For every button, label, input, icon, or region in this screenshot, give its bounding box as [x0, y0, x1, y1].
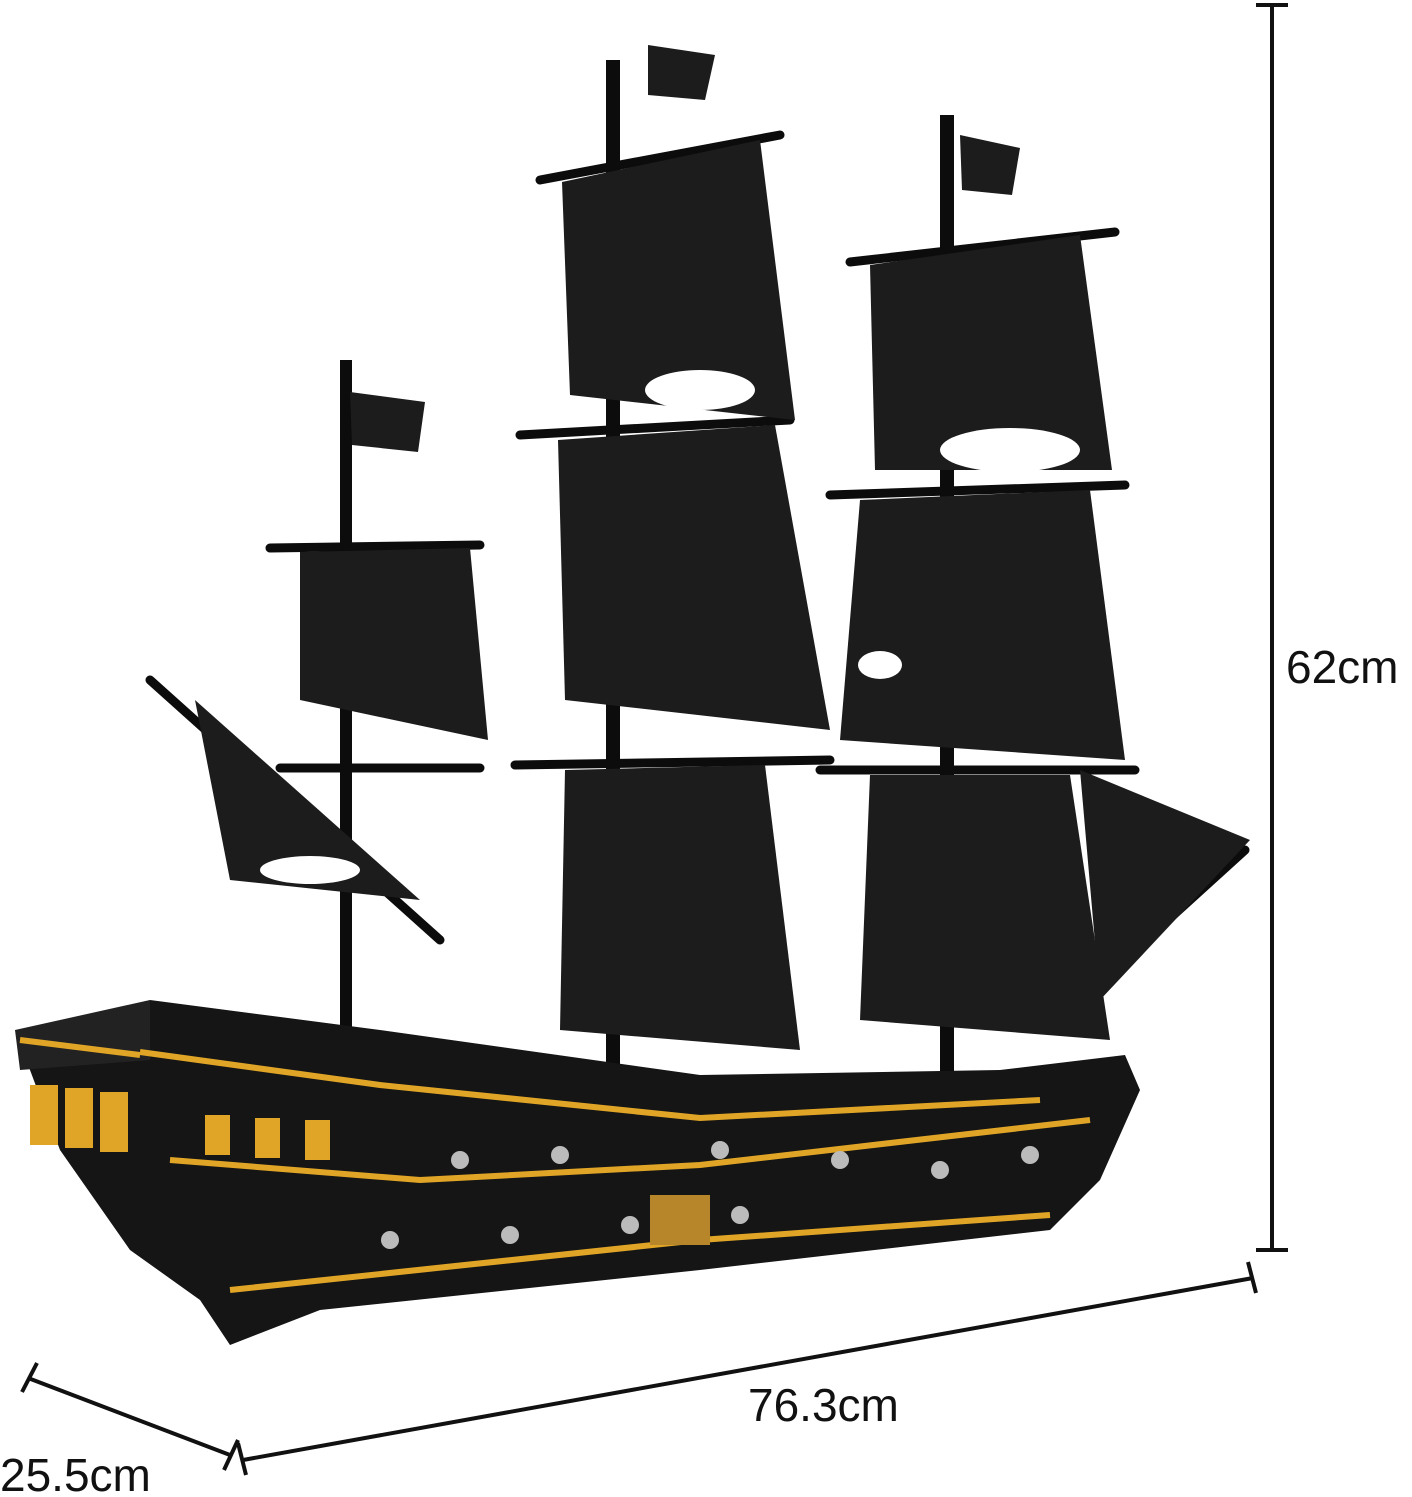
length-dimension-line: [236, 1261, 1258, 1476]
depth-label: 25.5cm: [0, 1449, 151, 1497]
hull: [15, 1000, 1140, 1345]
stern-windows: [30, 1085, 330, 1160]
hull-grate: [650, 1195, 710, 1245]
height-label: 62cm: [1286, 641, 1399, 693]
height-dimension-line: [1256, 3, 1288, 1252]
depth-dimension-line: [20, 1362, 240, 1471]
sails: [195, 45, 1250, 1050]
sail-tears: [260, 370, 1080, 884]
length-label: 76.3cm: [748, 1379, 899, 1431]
cannons: [381, 1141, 1039, 1249]
